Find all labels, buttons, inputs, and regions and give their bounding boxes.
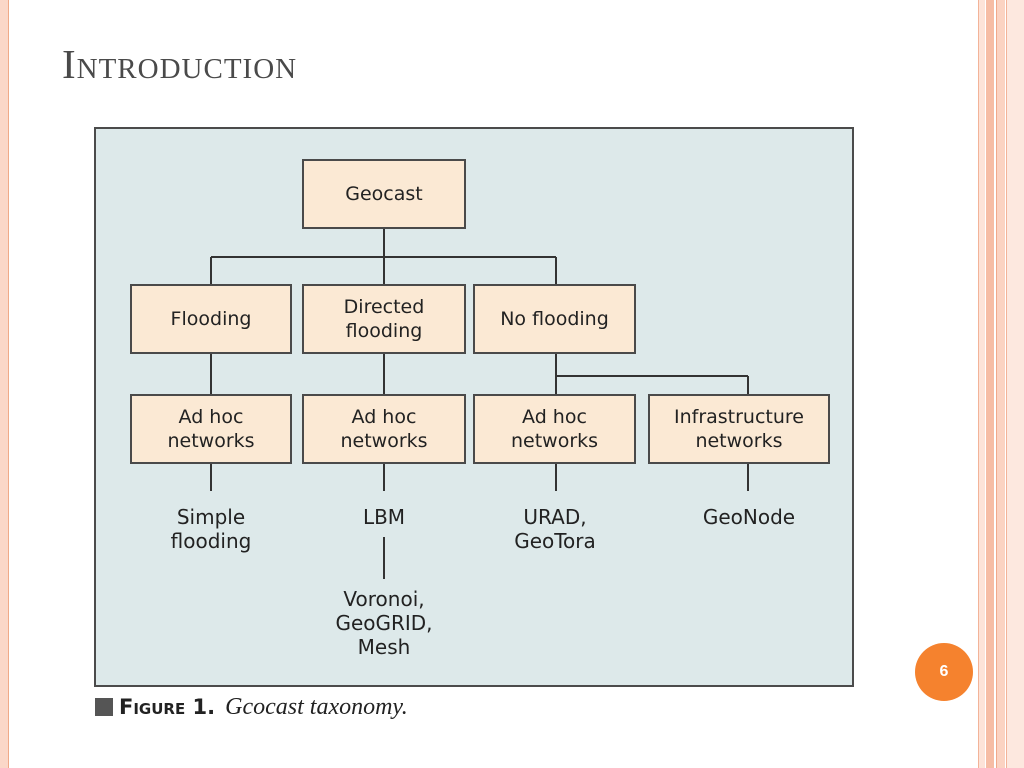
leaf-voronoi-geogrid-mesh: Voronoi, GeoGRID, Mesh	[335, 587, 433, 659]
taxonomy-figure: Geocast Flooding Directed flooding No fl…	[94, 127, 854, 687]
node-no-flooding: No flooding	[473, 284, 636, 354]
connector-lines	[210, 229, 749, 579]
figure-caption: Figure 1. Gcocast taxonomy.	[95, 694, 408, 721]
caption-label: Figure 1.	[119, 695, 216, 719]
right-edge-stripe	[1006, 0, 1024, 768]
node-directed-flooding: Directed flooding	[302, 284, 466, 354]
leaf-lbm: LBM	[362, 505, 406, 529]
right-edge-stripe	[986, 0, 994, 768]
caption-text: Gcocast taxonomy.	[225, 694, 408, 720]
slide-title: Introduction	[62, 41, 298, 87]
node-ad-hoc-networks: Ad hoc networks	[130, 394, 292, 464]
right-edge-stripe	[996, 0, 1005, 768]
node-ad-hoc-networks: Ad hoc networks	[473, 394, 636, 464]
node-infrastructure-networks: Infrastructure networks	[648, 394, 830, 464]
leaf-geonode: GeoNode	[702, 505, 796, 529]
node-flooding: Flooding	[130, 284, 292, 354]
leaf-urad-geotora: URAD, GeoTora	[514, 505, 596, 553]
caption-square-icon	[95, 698, 113, 716]
node-ad-hoc-networks: Ad hoc networks	[302, 394, 466, 464]
node-geocast: Geocast	[302, 159, 466, 229]
page-number-badge: 6	[915, 643, 973, 701]
leaf-simple-flooding: Simple flooding	[170, 505, 252, 553]
right-edge-stripe	[978, 0, 985, 768]
left-edge-stripe	[0, 0, 9, 768]
